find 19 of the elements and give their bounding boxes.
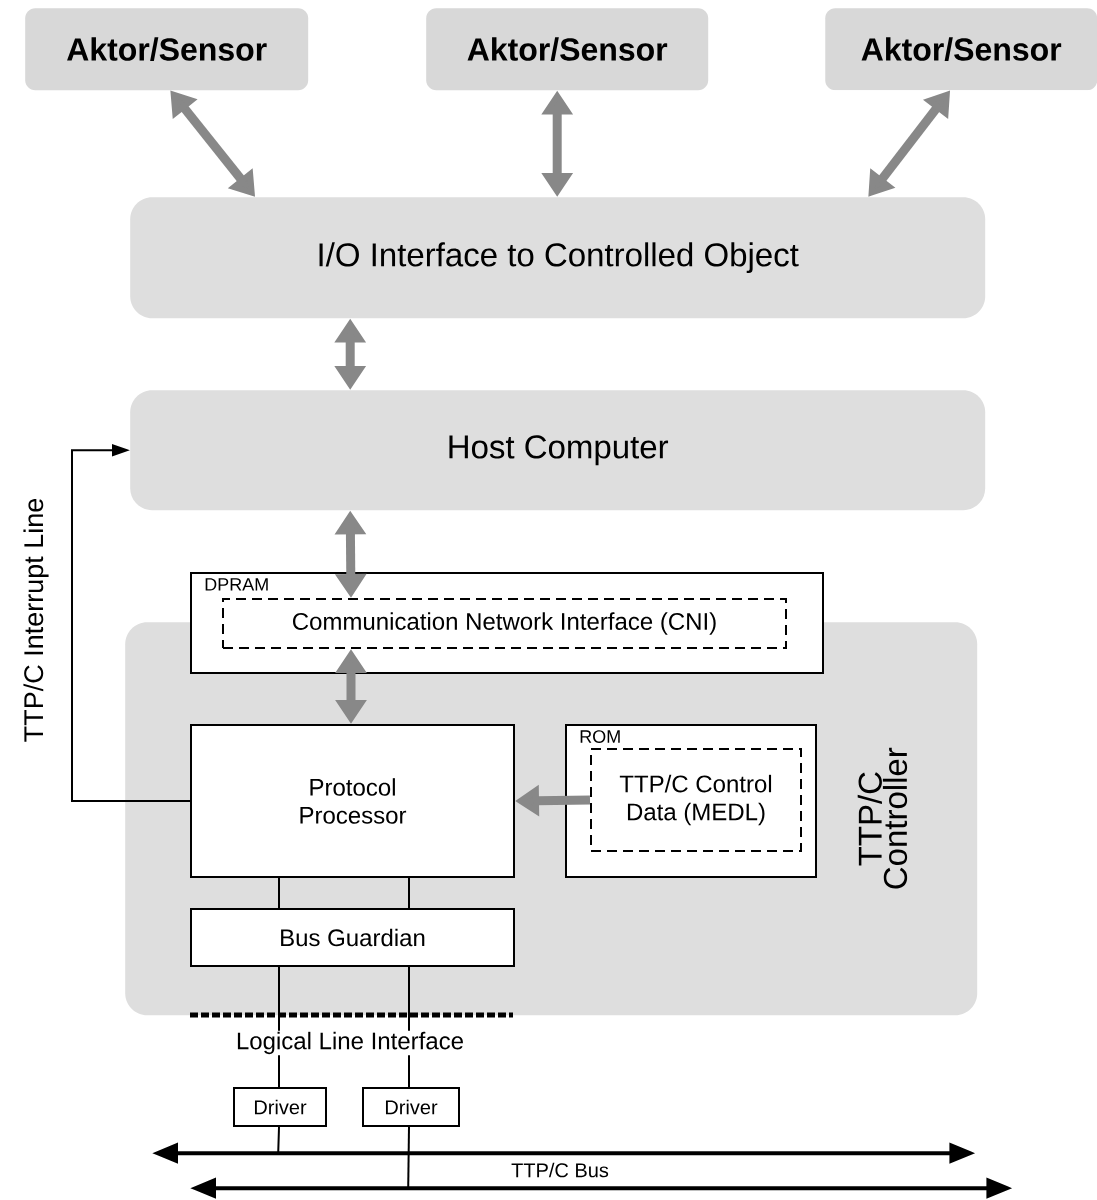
host-box: Host Computer: [130, 390, 986, 511]
actuator-sensor-box: Aktor/Sensor: [25, 8, 309, 91]
driver-box: Driver: [233, 1087, 327, 1127]
connector-line: [408, 877, 410, 909]
text-label: Logical Line Interface: [234, 1030, 466, 1056]
guardian-box: Bus Guardian: [190, 908, 515, 967]
connector-line: [278, 877, 280, 909]
connector-line: [407, 1126, 410, 1190]
driver-box: Driver: [362, 1087, 460, 1127]
edge-label: TTP/C Interrupt Line: [21, 495, 51, 745]
dashed-region: TTP/C Control Data (MEDL): [590, 748, 802, 852]
text-label: TTP/C Bus: [510, 1161, 610, 1179]
interface-box: I/O Interface to Controlled Object: [130, 197, 986, 319]
processor-box: Protocol Processor: [190, 724, 515, 878]
arrow: [71, 443, 191, 802]
actuator-sensor-box: Aktor/Sensor: [426, 8, 709, 91]
actuator-sensor-box: Aktor/Sensor: [825, 8, 1097, 91]
connector-line: [277, 1126, 280, 1155]
dashed-region: Communication Network Interface (CNI): [222, 598, 787, 649]
